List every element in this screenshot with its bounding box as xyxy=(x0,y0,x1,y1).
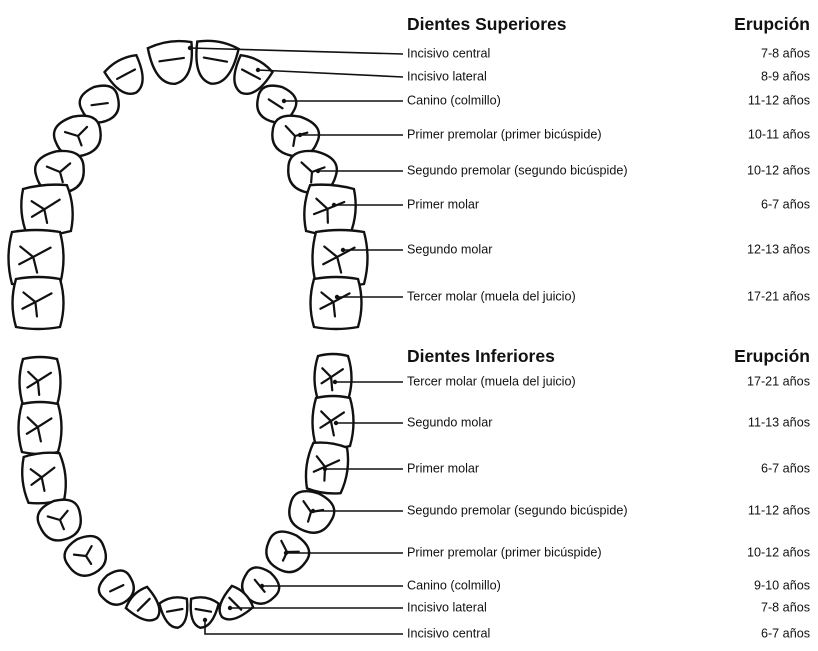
tooth-name: Segundo premolar (segundo bicúspide) xyxy=(407,165,628,178)
tooth-name: Tercer molar (muela del juicio) xyxy=(407,376,576,389)
upper-left-tooth-molar xyxy=(19,183,74,237)
lower-left-tooth-outline xyxy=(159,595,192,630)
eruption-age: 10-12 años xyxy=(747,547,810,560)
tooth-name: Primer molar xyxy=(407,463,479,476)
tooth-name: Primer premolar (primer bicúspide) xyxy=(407,547,602,560)
tooth-name: Primer molar xyxy=(407,199,479,212)
lower-left-tooth-molar xyxy=(20,357,61,407)
lower-leader-line xyxy=(205,620,403,634)
tooth-name: Canino (colmillo) xyxy=(407,580,501,593)
eruption-age: 6-7 años xyxy=(761,628,810,641)
eruption-age: 7-8 años xyxy=(761,602,810,615)
lower-section-title: Dientes Inferiores xyxy=(407,348,555,366)
lower-eruption-header: Erupción xyxy=(734,348,810,366)
lower-left-tooth-outline xyxy=(20,357,61,407)
lower-left-tooth-incisor xyxy=(159,595,192,630)
leader-end-dot xyxy=(284,551,288,555)
lower-right-tooth-outline xyxy=(186,595,219,630)
leader-end-dot xyxy=(203,618,207,622)
leader-end-dot xyxy=(260,584,264,588)
leader-end-dot xyxy=(311,509,315,513)
eruption-age: 8-9 años xyxy=(761,71,810,84)
eruption-age: 7-8 años xyxy=(761,48,810,61)
lower-arch xyxy=(19,354,354,630)
tooth-name: Canino (colmillo) xyxy=(407,95,501,108)
upper-eruption-header: Erupción xyxy=(734,16,810,34)
upper-right-tooth-outline xyxy=(311,277,362,329)
tooth-name: Segundo premolar (segundo bicúspide) xyxy=(407,505,628,518)
eruption-age: 10-11 años xyxy=(748,129,810,142)
eruption-age: 9-10 años xyxy=(754,580,810,593)
upper-left-tooth-outline xyxy=(19,183,74,237)
tooth-name: Segundo molar xyxy=(407,417,492,430)
lower-right-tooth-incisor xyxy=(186,595,219,630)
lower-right-tooth-molar xyxy=(303,440,351,495)
tooth-name: Segundo molar xyxy=(407,244,492,257)
leader-end-dot xyxy=(282,99,286,103)
leader-end-dot xyxy=(228,606,232,610)
leader-end-dot xyxy=(316,169,320,173)
tooth-name: Primer premolar (primer bicúspide) xyxy=(407,129,602,142)
lower-right-tooth-outline xyxy=(313,396,354,448)
upper-left-tooth-molar xyxy=(13,277,64,329)
upper-right-tooth-incisor xyxy=(147,39,196,87)
eruption-age: 17-21 años xyxy=(747,376,810,389)
eruption-age: 11-13 años xyxy=(748,417,810,430)
eruption-age: 12-13 años xyxy=(747,244,810,257)
leader-end-dot xyxy=(335,295,339,299)
leader-end-dot xyxy=(256,68,260,72)
leader-end-dot xyxy=(188,46,192,50)
upper-left-tooth-outline xyxy=(13,277,64,329)
upper-right-tooth-incisor xyxy=(190,38,239,87)
eruption-age: 17-21 años xyxy=(747,291,810,304)
leader-end-dot xyxy=(332,203,336,207)
lower-left-tooth-molar xyxy=(19,402,62,454)
leader-end-dot xyxy=(323,467,327,471)
lower-left-tooth-outline xyxy=(20,451,68,505)
tooth-name: Incisivo central xyxy=(407,48,490,61)
upper-right-tooth-outline xyxy=(190,38,239,87)
upper-right-tooth-molar xyxy=(302,183,357,237)
upper-right-tooth-outline xyxy=(302,183,357,237)
tooth-name: Incisivo lateral xyxy=(407,71,487,84)
upper-arch xyxy=(9,38,368,329)
eruption-age: 11-12 años xyxy=(748,95,810,108)
leader-end-dot xyxy=(341,248,345,252)
upper-right-tooth-molar xyxy=(311,277,362,329)
eruption-age: 10-12 años xyxy=(747,165,810,178)
lower-left-tooth-outline xyxy=(19,402,62,454)
lower-left-tooth-molar xyxy=(20,451,68,505)
eruption-age: 6-7 años xyxy=(761,463,810,476)
upper-right-tooth-outline xyxy=(147,39,196,87)
tooth-name: Incisivo lateral xyxy=(407,602,487,615)
upper-section-title: Dientes Superiores xyxy=(407,16,567,34)
lower-right-tooth-outline xyxy=(303,440,351,495)
eruption-age: 11-12 años xyxy=(748,505,810,518)
tooth-name: Incisivo central xyxy=(407,628,490,641)
upper-leader-line xyxy=(258,70,403,77)
tooth-name: Tercer molar (muela del juicio) xyxy=(407,291,576,304)
leader-end-dot xyxy=(334,421,338,425)
eruption-age: 6-7 años xyxy=(761,199,810,212)
leader-end-dot xyxy=(298,133,302,137)
lower-right-tooth-molar xyxy=(313,396,354,448)
leader-end-dot xyxy=(333,380,337,384)
